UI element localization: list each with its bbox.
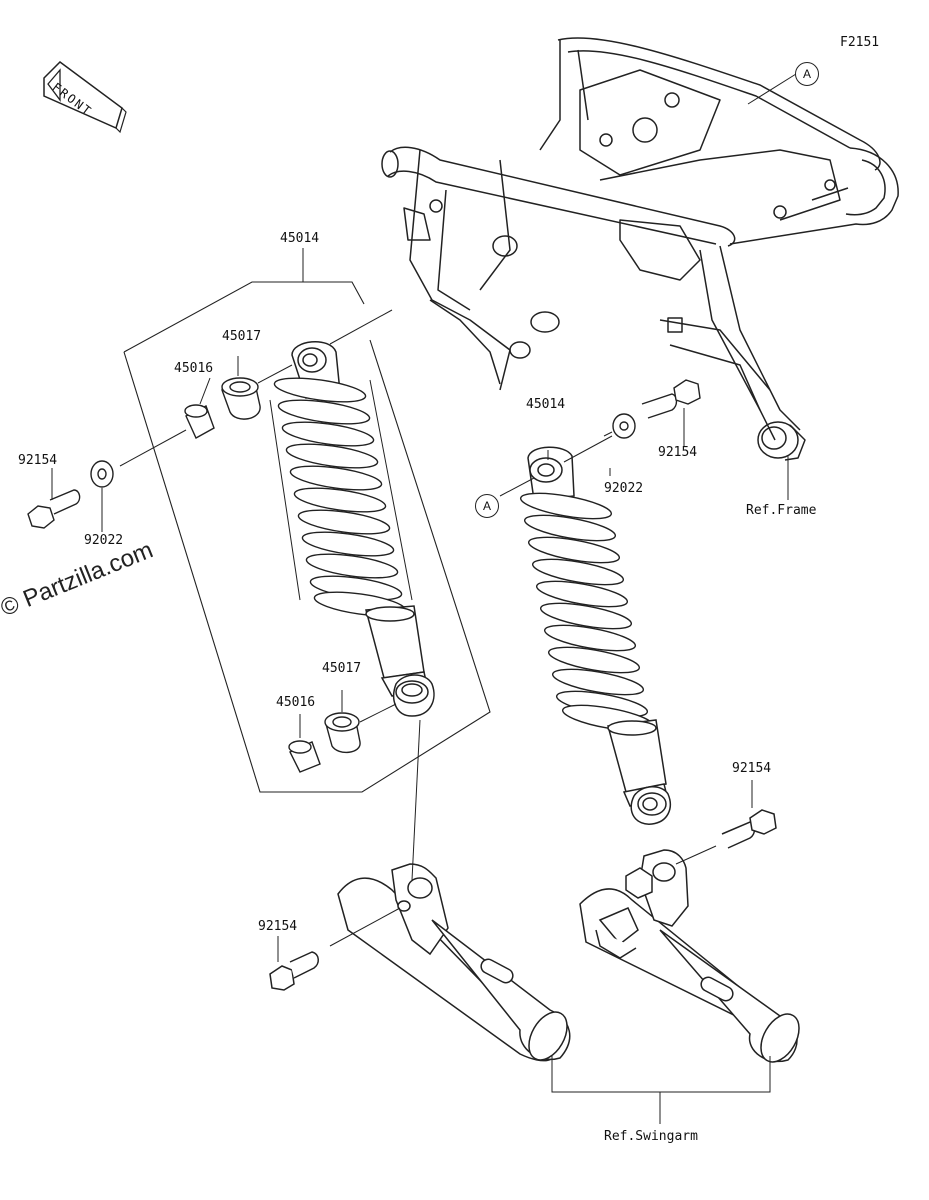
label-ref-frame: Ref.Frame — [746, 503, 817, 518]
label-collar-lower-left: 45017 — [322, 661, 362, 676]
diagram-code: F2151 — [840, 35, 880, 50]
right-shock-upper-eye — [527, 446, 575, 501]
left-shock-lower-eye — [392, 674, 435, 717]
left-upper-hardware — [27, 309, 393, 529]
frame-drawing — [381, 37, 899, 461]
label-bolt-upper-left: 92154 — [18, 453, 58, 468]
left-swingarm — [269, 719, 571, 1062]
label-washer-right: 92022 — [604, 481, 644, 496]
label-ref-swingarm: Ref.Swingarm — [604, 1129, 698, 1144]
label-assembly-left: 45014 — [280, 231, 320, 246]
label-bolt-right-upper: 92154 — [658, 445, 698, 460]
right-swingarm — [579, 809, 800, 1063]
label-spacer-upper-left: 45016 — [174, 361, 214, 376]
front-arrow-icon — [43, 61, 127, 134]
label-assembly-right: 45014 — [526, 397, 566, 412]
right-upper-hardware — [603, 379, 701, 439]
right-shock-lower-eye — [630, 786, 672, 825]
left-shock-spring — [272, 372, 408, 622]
label-collar-upper-left: 45017 — [222, 329, 262, 344]
label-washer-upper-left: 92022 — [84, 533, 124, 548]
right-shock-spring — [518, 487, 656, 737]
label-bolt-lower-left: 92154 — [258, 919, 298, 934]
reference-lines — [51, 356, 789, 1124]
callout-a-frame: A — [795, 62, 819, 86]
left-assembly-bracket — [123, 281, 491, 793]
label-bolt-right-lower: 92154 — [732, 761, 772, 776]
callout-a-shock: A — [475, 494, 499, 518]
left-lower-hardware — [288, 703, 397, 773]
label-spacer-lower-left: 45016 — [276, 695, 316, 710]
